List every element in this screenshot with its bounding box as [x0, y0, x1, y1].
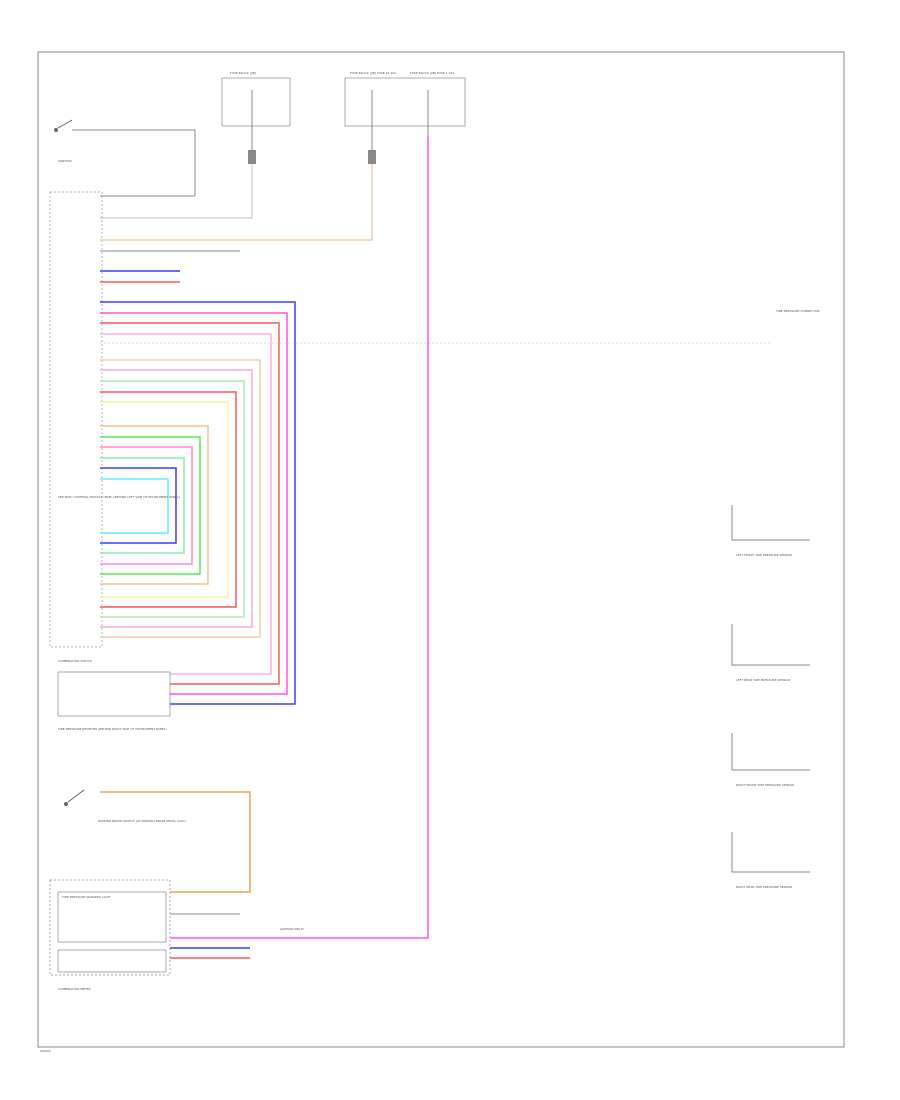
ignition-switch-icon: [54, 119, 196, 197]
combination-meter-label: COMBINATION METER: [58, 987, 91, 991]
combination-meter-box: [49, 879, 171, 976]
warning-light-label: TIRE PRESSURE WARNING LIGHT: [61, 895, 111, 899]
fuse-block-1: [221, 77, 291, 164]
wire-tan: [100, 164, 373, 241]
footer-code: W0000: [40, 1049, 51, 1053]
tpms-receiver-box: [57, 671, 171, 717]
ignition-switch-label: IGNITION: [58, 159, 72, 163]
fuse-block-label-1: FUSE BLOCK (J/B): [230, 71, 256, 75]
sensor-label-4: RIGHT REAR TIRE PRESSURE SENSOR: [736, 885, 792, 889]
wire-orange: [100, 791, 251, 893]
tpms-receiver-label: TIRE PRESSURE RECEIVER (BEHIND RIGHT SID…: [57, 727, 167, 731]
ignition-relay-label: IGNITION RELAY: [280, 927, 304, 931]
fuse-block-2: [344, 77, 466, 164]
bcm-label: SEE BODY CONTROL MODULE (BCM) (BEHIND LE…: [58, 495, 180, 499]
sensor-label-3: RIGHT FRONT TIRE PRESSURE SENSOR: [736, 783, 794, 787]
fuse-block-label-2: FUSE BLOCK (J/B) FUSE 14 10A: [350, 71, 397, 75]
bcm-box: [49, 191, 103, 648]
parking-brake-switch-icon: [64, 789, 85, 806]
fuse-block-label-3: FUSE BLOCK (J/B) FUSE 1 10A: [410, 71, 455, 75]
diagram-border: [37, 51, 845, 1048]
sensor-brackets: [731, 505, 810, 873]
sensor-label-2: LEFT REAR TIRE PRESSURE SENSOR: [736, 678, 790, 682]
sensor-label-1: LEFT FRONT TIRE PRESSURE SENSOR: [736, 553, 792, 557]
parking-brake-switch-label: PARKING BRAKE SWITCH (AT PARKING BRAKE P…: [98, 819, 186, 823]
wire-pink: [170, 136, 429, 939]
combination-switch-label: COMBINATION SWITCH: [58, 659, 92, 663]
wire-loops: [100, 301, 296, 705]
tpms-connector-label: TIRE PRESSURE CONNECTOR: [775, 309, 820, 313]
